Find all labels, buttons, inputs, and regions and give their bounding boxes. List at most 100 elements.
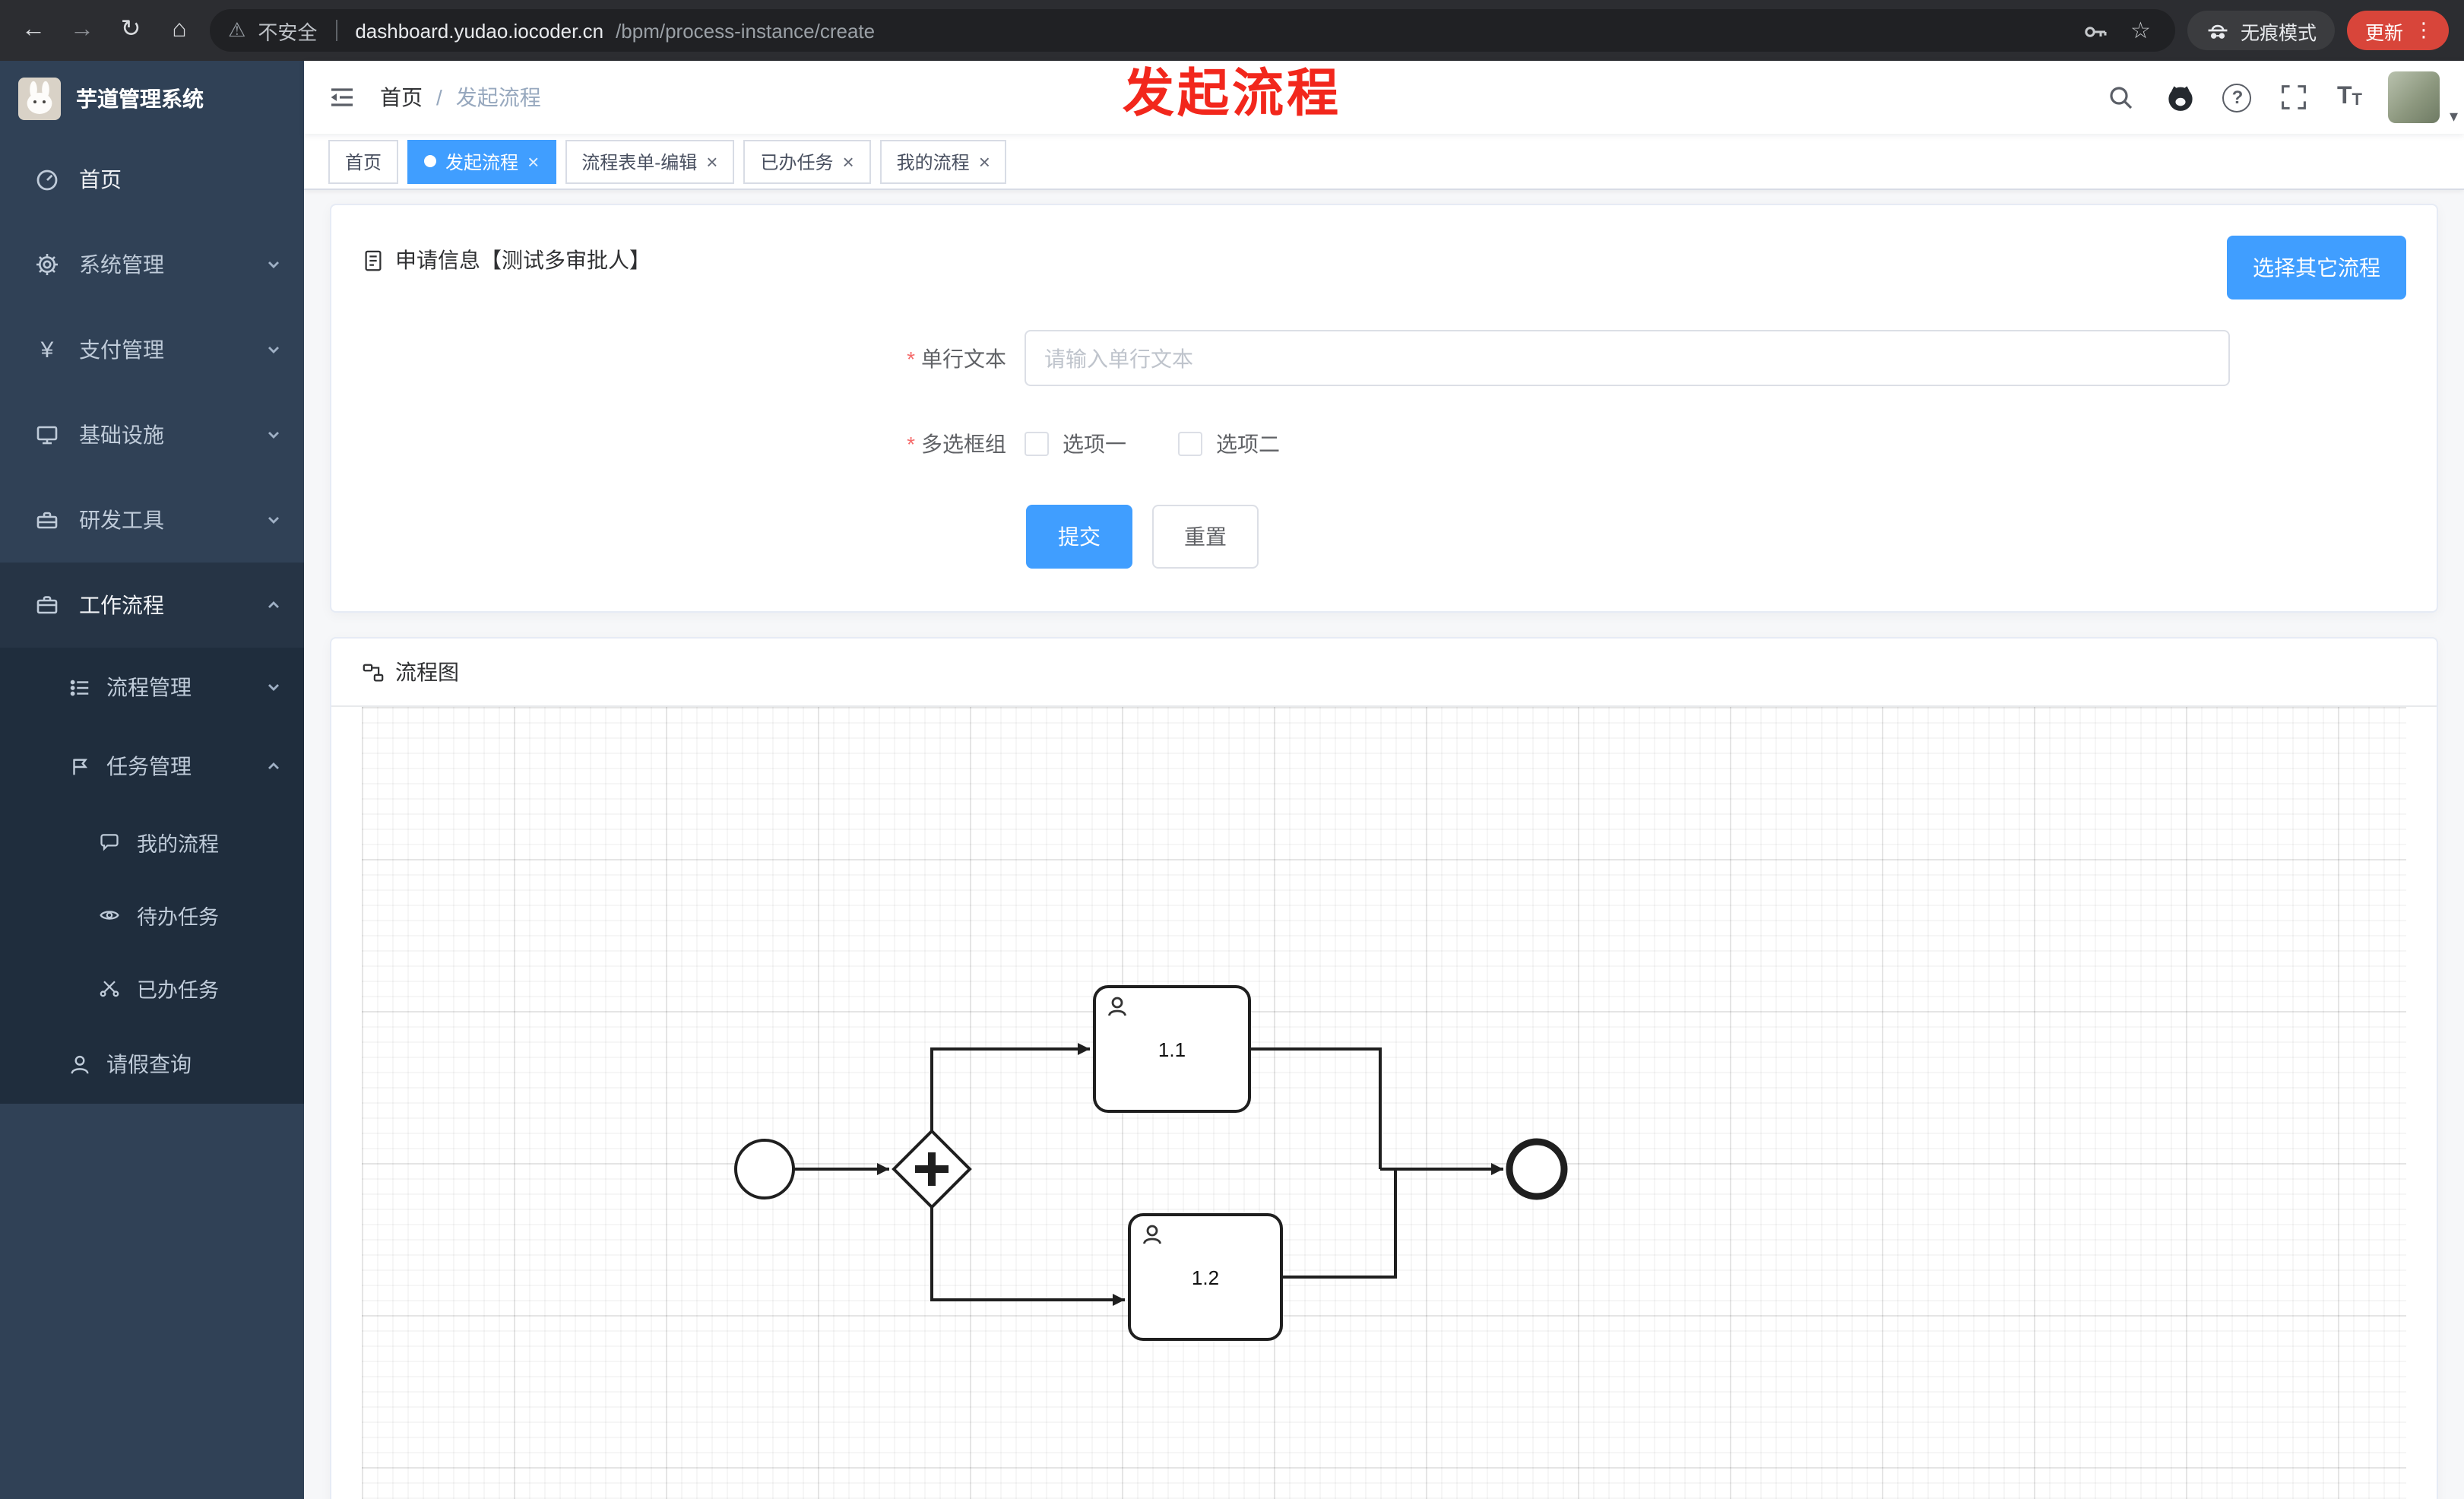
user-icon [67,1053,91,1076]
chevron-down-icon [264,255,283,274]
bookmark-star-icon[interactable]: ☆ [2130,18,2151,44]
sidebar: 芋道管理系统 首页 系统管理 ¥ 支付管理 [0,61,304,1499]
app-logo: 芋道管理系统 [0,61,304,137]
checkbox-label: 选项一 [1063,432,1126,456]
task-label: 1.1 [1158,1038,1186,1061]
browser-menu-icon[interactable]: ⋮ [2414,18,2434,41]
sidebar-item-workflow[interactable]: 工作流程 [0,563,304,648]
required-mark: * [907,346,915,370]
tab-my-process[interactable]: 我的流程 × [879,139,1007,183]
home-icon[interactable]: ⌂ [172,17,187,43]
sidebar-item-my-process[interactable]: 我的流程 [0,806,304,879]
font-small-glyph: T [2352,91,2362,109]
back-icon[interactable]: ← [21,17,46,43]
close-icon[interactable]: × [978,150,990,173]
chevron-down-icon [264,678,283,696]
tab-label: 我的流程 [896,151,970,173]
tab-label: 已办任务 [760,151,834,173]
sidebar-item-task-management[interactable]: 任务管理 [0,727,304,806]
key-icon[interactable] [2076,18,2112,43]
submit-button[interactable]: 提交 [1026,505,1132,569]
sidebar-item-todo-tasks[interactable]: 待办任务 [0,879,304,952]
avatar[interactable] [2388,71,2440,123]
bpmn-user-task-1-2: 1.2 [1128,1213,1283,1341]
sidebar-collapse-icon[interactable] [304,61,380,134]
sidebar-item-leave-query[interactable]: 请假查询 [0,1025,304,1104]
checkbox-box[interactable] [1178,432,1202,456]
sidebar-item-home[interactable]: 首页 [0,137,304,222]
bpmn-end-event [1506,1138,1568,1200]
github-icon[interactable] [2164,81,2197,114]
select-other-process-button[interactable]: 选择其它流程 [2227,236,2406,299]
close-icon[interactable]: × [527,150,540,173]
checkbox-option-2[interactable]: 选项二 [1178,429,1280,459]
tab-done-tasks[interactable]: 已办任务 × [743,139,871,183]
sidebar-item-label: 支付管理 [79,338,164,362]
document-icon [362,249,385,271]
sidebar-item-label: 基础设施 [79,423,164,447]
briefcase-icon [33,593,61,617]
chevron-up-icon [264,596,283,614]
checkbox-field-label: 多选框组 [921,432,1006,456]
chat-bubble-icon [97,832,122,853]
monitor-icon [33,423,61,447]
sidebar-item-label: 任务管理 [106,754,192,778]
sidebar-item-label: 待办任务 [137,906,219,929]
incognito-icon [2206,18,2230,43]
single-line-text-input[interactable] [1025,330,2230,386]
address-bar[interactable]: ⚠ 不安全 dashboard.yudao.iocoder.cn/bpm/pro… [210,9,2175,52]
active-dot [424,155,437,167]
tab-create-process[interactable]: 发起流程 × [407,139,556,183]
scissors-icon [97,978,122,999]
checkbox-box[interactable] [1025,432,1049,456]
sidebar-item-label: 工作流程 [79,593,164,617]
sidebar-item-label: 研发工具 [79,508,164,532]
reset-button[interactable]: 重置 [1152,505,1259,569]
flow-diagram-icon [362,661,385,683]
breadcrumb: 首页 / 发起流程 [380,82,541,113]
breadcrumb-home[interactable]: 首页 [380,85,423,109]
fullscreen-icon[interactable] [2278,81,2311,114]
sidebar-item-infrastructure[interactable]: 基础设施 [0,392,304,477]
user-menu[interactable]: ▾ [2388,71,2458,126]
tab-home[interactable]: 首页 [328,139,399,183]
sidebar-item-system[interactable]: 系统管理 [0,222,304,307]
app-header: 首页 / 发起流程 ? [304,61,2464,134]
workflow-submenu: 流程管理 任务管理 我的流程 [0,648,304,1104]
application-info-card: 申请信息【测试多审批人】 选择其它流程 *单行文本 *多选框组 选项一 [330,204,2438,613]
incognito-badge: 无痕模式 [2187,11,2335,50]
sidebar-item-label: 首页 [79,167,122,192]
sidebar-item-done-tasks[interactable]: 已办任务 [0,952,304,1025]
tab-label: 发起流程 [445,151,519,173]
flag-icon [67,755,91,778]
sidebar-item-devtools[interactable]: 研发工具 [0,477,304,563]
sidebar-item-label: 系统管理 [79,252,164,277]
url-divider [335,20,337,41]
browser-update-button[interactable]: 更新 ⋮ [2346,11,2449,50]
logo-image [18,78,61,120]
tags-view: 首页 发起流程 × 流程表单-编辑 × 已办任务 × 我的流程 × [304,134,2464,190]
close-icon[interactable]: × [706,150,718,173]
question-glyph: ? [2231,87,2244,108]
page-content: 申请信息【测试多审批人】 选择其它流程 *单行文本 *多选框组 选项一 [304,190,2464,1499]
task-label: 1.2 [1192,1266,1219,1289]
search-icon[interactable] [2105,81,2138,114]
caret-down-icon: ▾ [2449,108,2458,126]
sidebar-item-payment[interactable]: ¥ 支付管理 [0,307,304,392]
warning-icon: ⚠ [228,18,246,41]
bpmn-start-event [734,1139,795,1200]
refresh-icon[interactable]: ↻ [120,17,141,43]
close-icon[interactable]: × [842,150,854,173]
bpmn-user-task-1-1: 1.1 [1093,985,1251,1113]
bpmn-edges [793,1043,1503,1306]
tab-form-edit[interactable]: 流程表单-编辑 × [565,139,735,183]
security-label[interactable]: 不安全 [258,21,318,43]
bpmn-canvas[interactable]: 1.1 1.2 [362,707,2406,1499]
list-icon [67,676,91,699]
checkbox-option-1[interactable]: 选项一 [1025,429,1126,459]
forward-icon[interactable]: → [70,17,94,43]
sidebar-item-process-management[interactable]: 流程管理 [0,648,304,727]
help-icon[interactable]: ? [2222,83,2252,112]
field-label: *单行文本 [331,343,1006,373]
